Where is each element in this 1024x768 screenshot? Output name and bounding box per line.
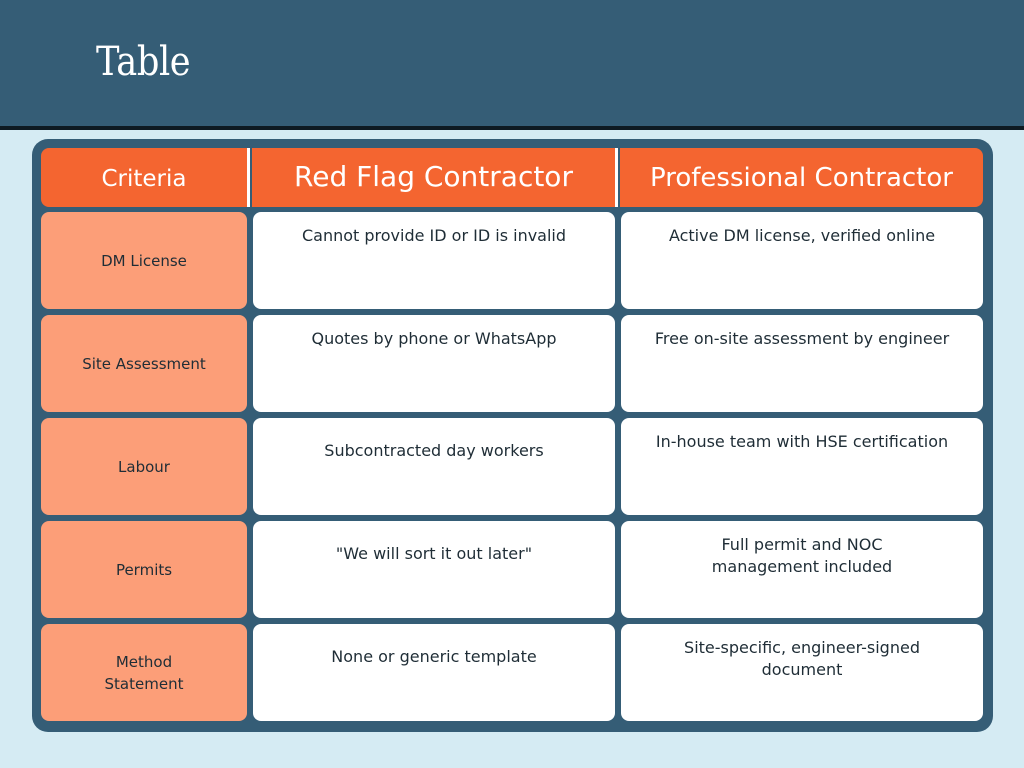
red-flag-cell: "We will sort it out later"	[253, 521, 615, 618]
professional-cell: Free on-site assessment by engineer	[621, 315, 983, 412]
criteria-cell: Labour	[41, 418, 247, 515]
column-header-criteria: Criteria	[41, 148, 247, 207]
header-divider	[0, 126, 1024, 130]
criteria-cell: DM License	[41, 212, 247, 309]
professional-cell: Active DM license, verified online	[621, 212, 983, 309]
red-flag-cell: Quotes by phone or WhatsApp	[253, 315, 615, 412]
column-divider	[247, 148, 250, 207]
professional-cell: Site-specific, engineer-signed document	[621, 624, 983, 721]
red-flag-cell: Subcontracted day workers	[253, 418, 615, 515]
column-header-red-flag: Red Flag Contractor	[252, 148, 615, 207]
header-bar	[0, 0, 1024, 126]
column-header-professional: Professional Contractor	[620, 148, 983, 207]
criteria-cell: Site Assessment	[41, 315, 247, 412]
red-flag-cell: Cannot provide ID or ID is invalid	[253, 212, 615, 309]
column-divider	[615, 148, 618, 207]
professional-cell: Full permit and NOC management included	[621, 521, 983, 618]
criteria-cell: Method Statement	[41, 624, 247, 721]
criteria-cell: Permits	[41, 521, 247, 618]
red-flag-cell: None or generic template	[253, 624, 615, 721]
page-title: Table	[96, 39, 191, 85]
professional-cell: In-house team with HSE certification	[621, 418, 983, 515]
